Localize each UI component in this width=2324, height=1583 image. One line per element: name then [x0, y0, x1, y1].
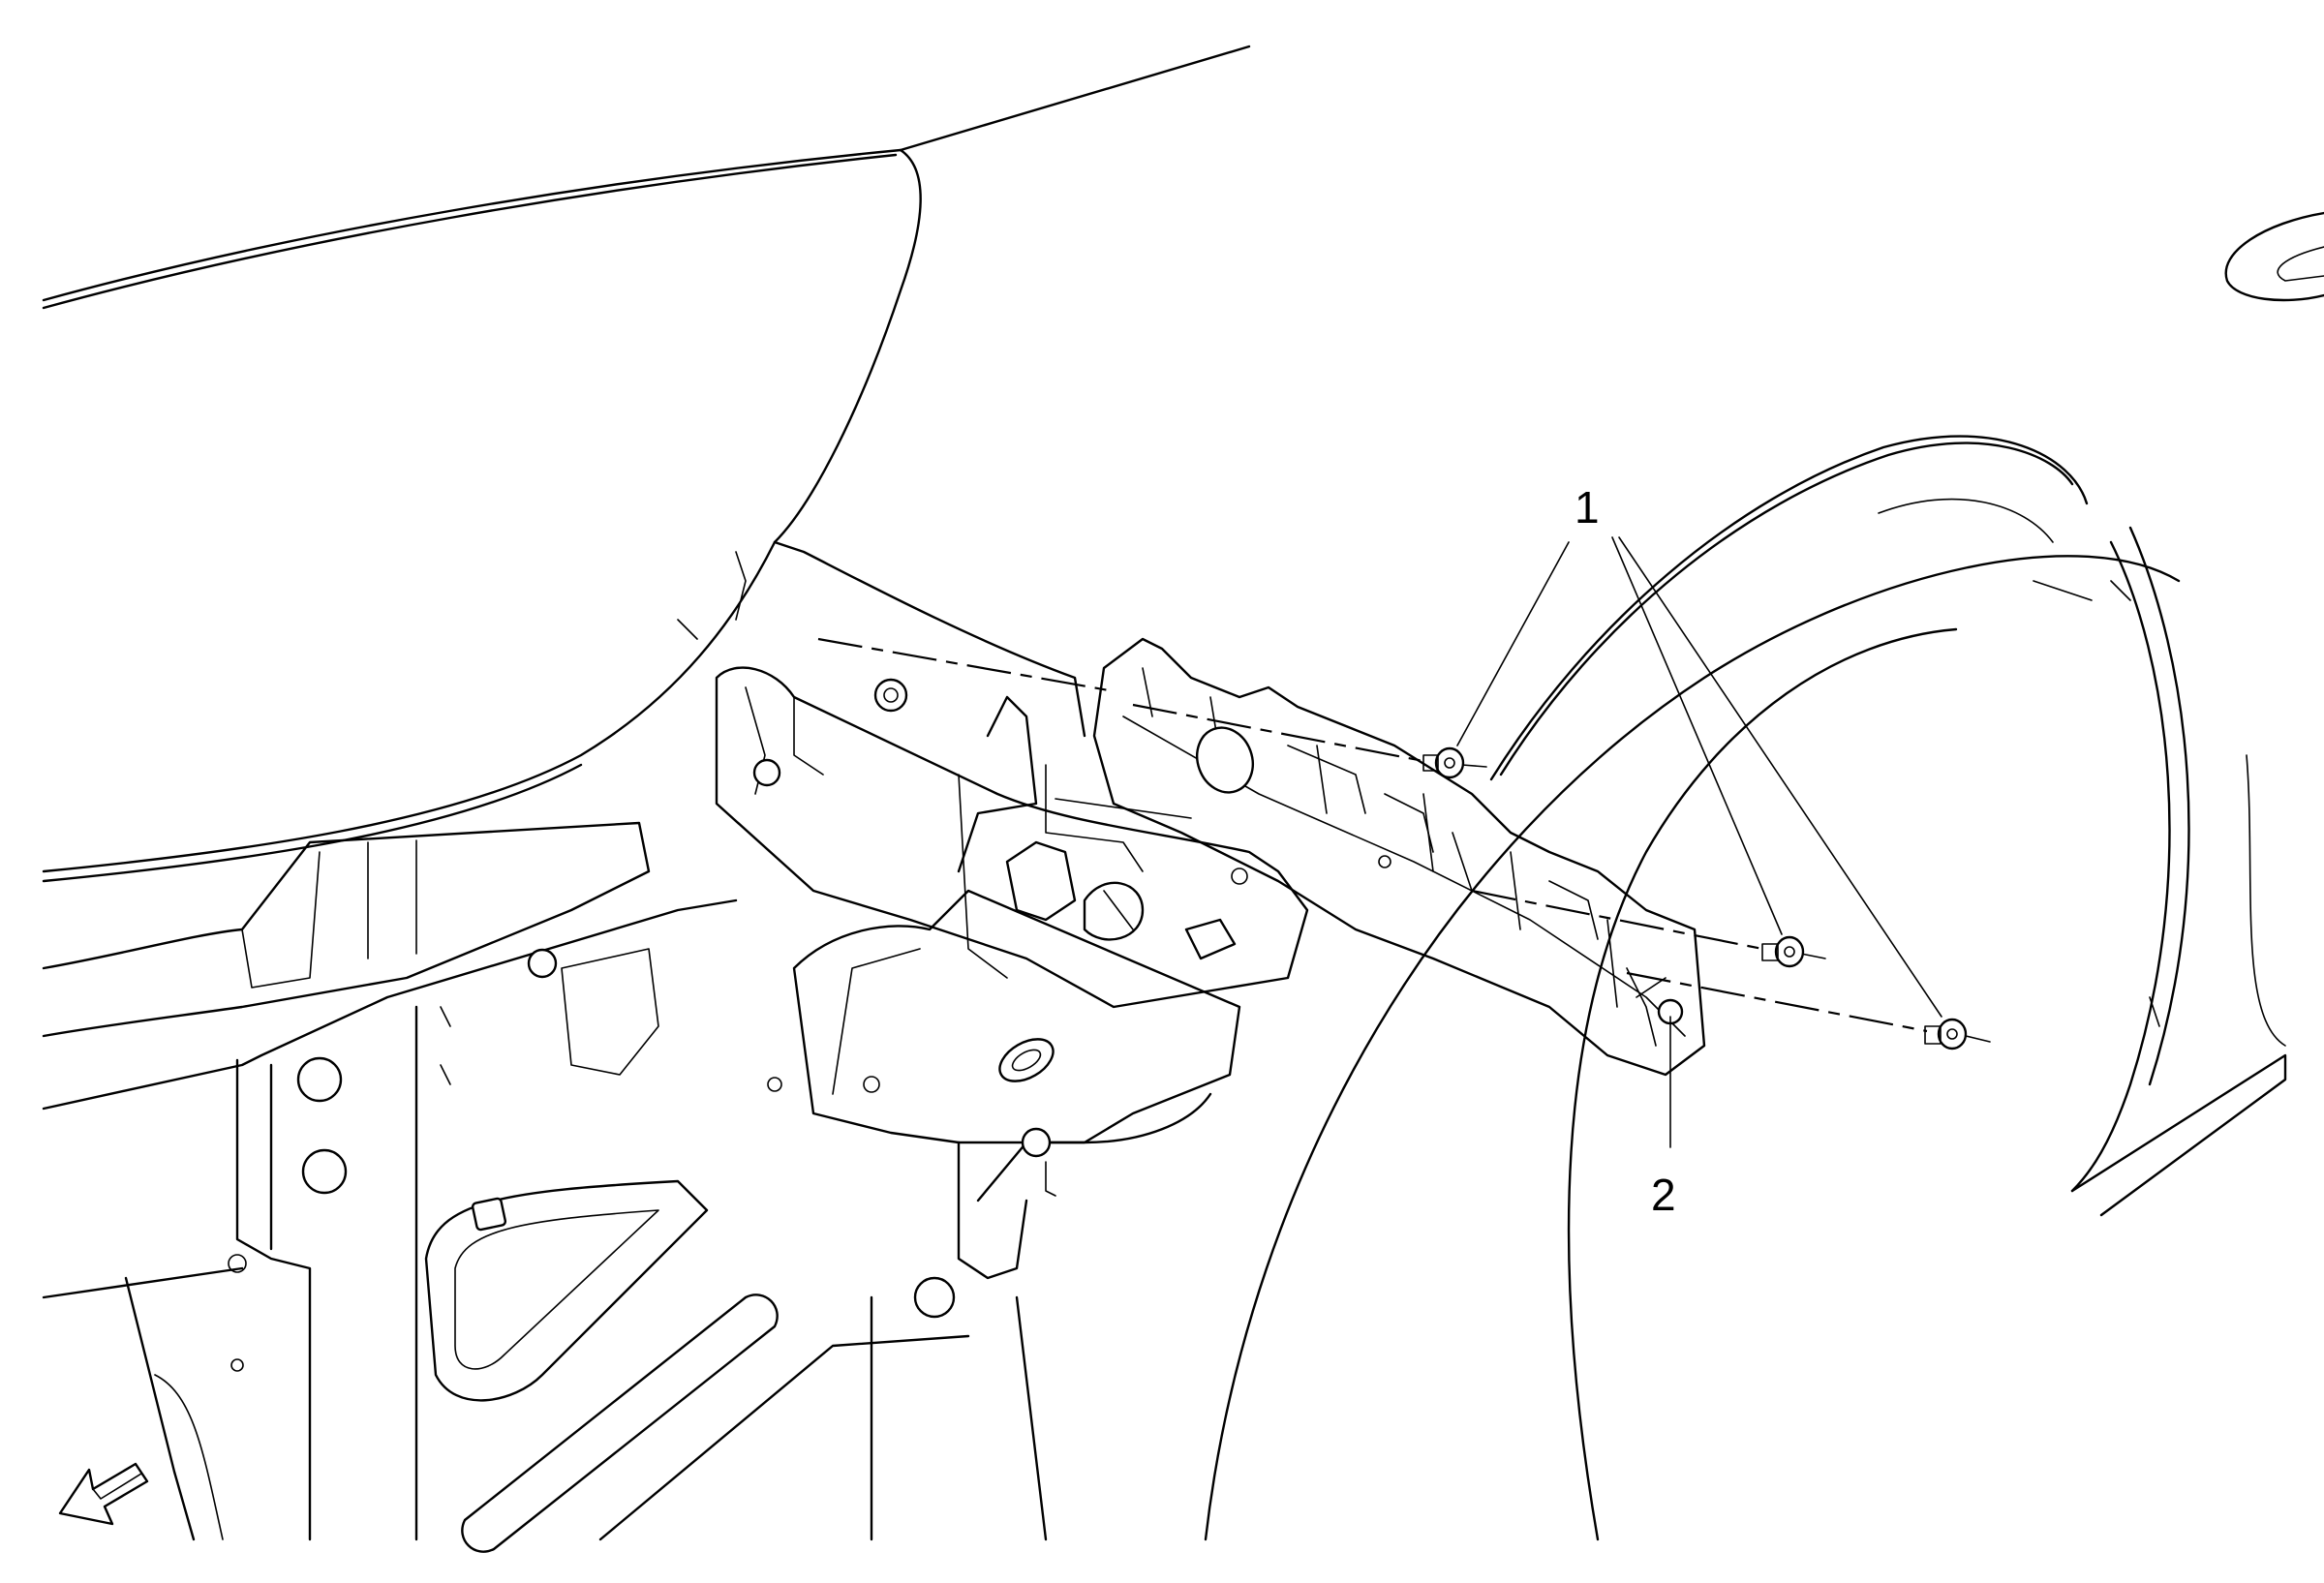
bolt-lower [1924, 1018, 1991, 1050]
callout-2-label: 2 [1651, 1170, 1676, 1220]
callout-leaders [1456, 536, 1942, 1148]
bolt-upper [1422, 746, 1487, 779]
left-body-structure [42, 821, 738, 1541]
front-fascia-bracket [1092, 637, 1706, 1077]
front-direction-arrow-icon [58, 1462, 149, 1526]
side-mirror-outline [2224, 211, 2324, 302]
callout-1-label: 1 [1575, 482, 1600, 533]
bolt-middle [1761, 935, 1826, 968]
front-end-panel [414, 948, 1048, 1553]
front-apron-bracket [677, 540, 1309, 1009]
wheelhouse-apron [767, 889, 1241, 1280]
wheel-opening [1204, 435, 2287, 1541]
hood-outline [42, 45, 1251, 883]
alignment-lines [817, 637, 1928, 1033]
